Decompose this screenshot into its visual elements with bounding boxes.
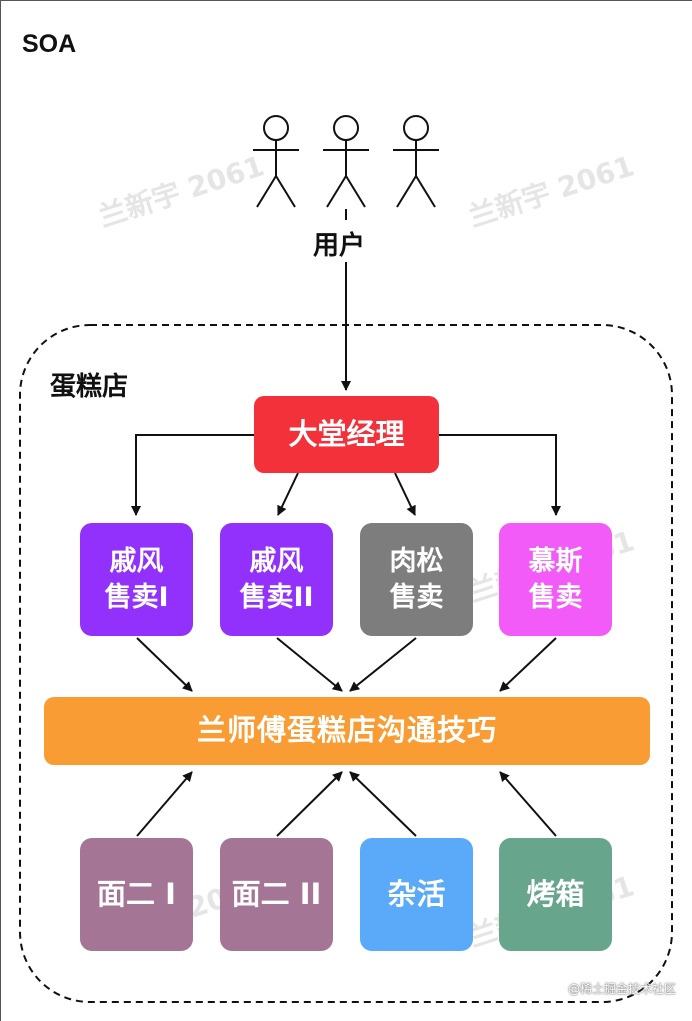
resource-label: 烤箱 — [526, 876, 585, 911]
service-label-line2: 售卖I — [104, 581, 169, 613]
service-node: 肉松 售卖 — [360, 523, 473, 636]
resource-node: 面二 II — [220, 838, 333, 951]
resource-label: 面二 II — [231, 876, 322, 911]
service-label-line2: 售卖 — [389, 581, 444, 613]
user-actor-icon — [393, 115, 439, 208]
store-label: 蛋糕店 — [50, 372, 129, 402]
user-actor-icon — [323, 115, 369, 208]
service-label-line1: 戚风 — [109, 546, 164, 578]
manager-node: 大堂经理 — [254, 396, 439, 473]
arrow-service-1-to-bus — [136, 637, 193, 692]
diagram-title: SOA — [22, 30, 77, 58]
arrow-manager-to-service-1 — [131, 434, 254, 516]
service-node: 戚风 售卖I — [80, 523, 193, 636]
manager-label: 大堂经理 — [288, 416, 405, 451]
credit-text: @稀土掘金技术社区 — [567, 982, 676, 996]
service-label-line2: 售卖II — [239, 581, 314, 613]
arrow-resource-2-to-bus — [276, 771, 343, 837]
service-node: 慕斯 售卖 — [499, 523, 612, 636]
arrow-manager-to-service-3 — [394, 472, 416, 516]
service-label-line1: 肉松 — [389, 546, 444, 578]
service-label-line1: 戚风 — [249, 546, 304, 578]
arrow-resource-1-to-bus — [136, 771, 193, 837]
resource-node: 杂活 — [360, 838, 473, 951]
resource-node: 面二 I — [80, 838, 193, 951]
resource-label: 面二 I — [97, 876, 176, 911]
bus-label: 兰师傅蛋糕店沟通技巧 — [196, 713, 497, 748]
arrow-manager-to-service-4 — [439, 434, 561, 516]
arrow-service-2-to-bus — [276, 637, 343, 692]
arrow-resource-4-to-bus — [499, 771, 557, 837]
service-label-line2: 售卖 — [528, 581, 583, 613]
arrow-service-4-to-bus — [499, 637, 557, 692]
resource-label: 杂活 — [387, 876, 446, 911]
communication-bus: 兰师傅蛋糕店沟通技巧 — [44, 697, 650, 765]
user-label: 用户 — [313, 231, 366, 261]
arrow-service-3-to-bus — [349, 637, 417, 692]
arrow-resource-3-to-bus — [349, 771, 417, 837]
service-label-line1: 慕斯 — [528, 546, 583, 578]
arrow-manager-to-service-2 — [277, 472, 299, 516]
service-node: 戚风 售卖II — [220, 523, 333, 636]
user-actor-icon — [253, 115, 299, 208]
resource-node: 烤箱 — [499, 838, 612, 951]
